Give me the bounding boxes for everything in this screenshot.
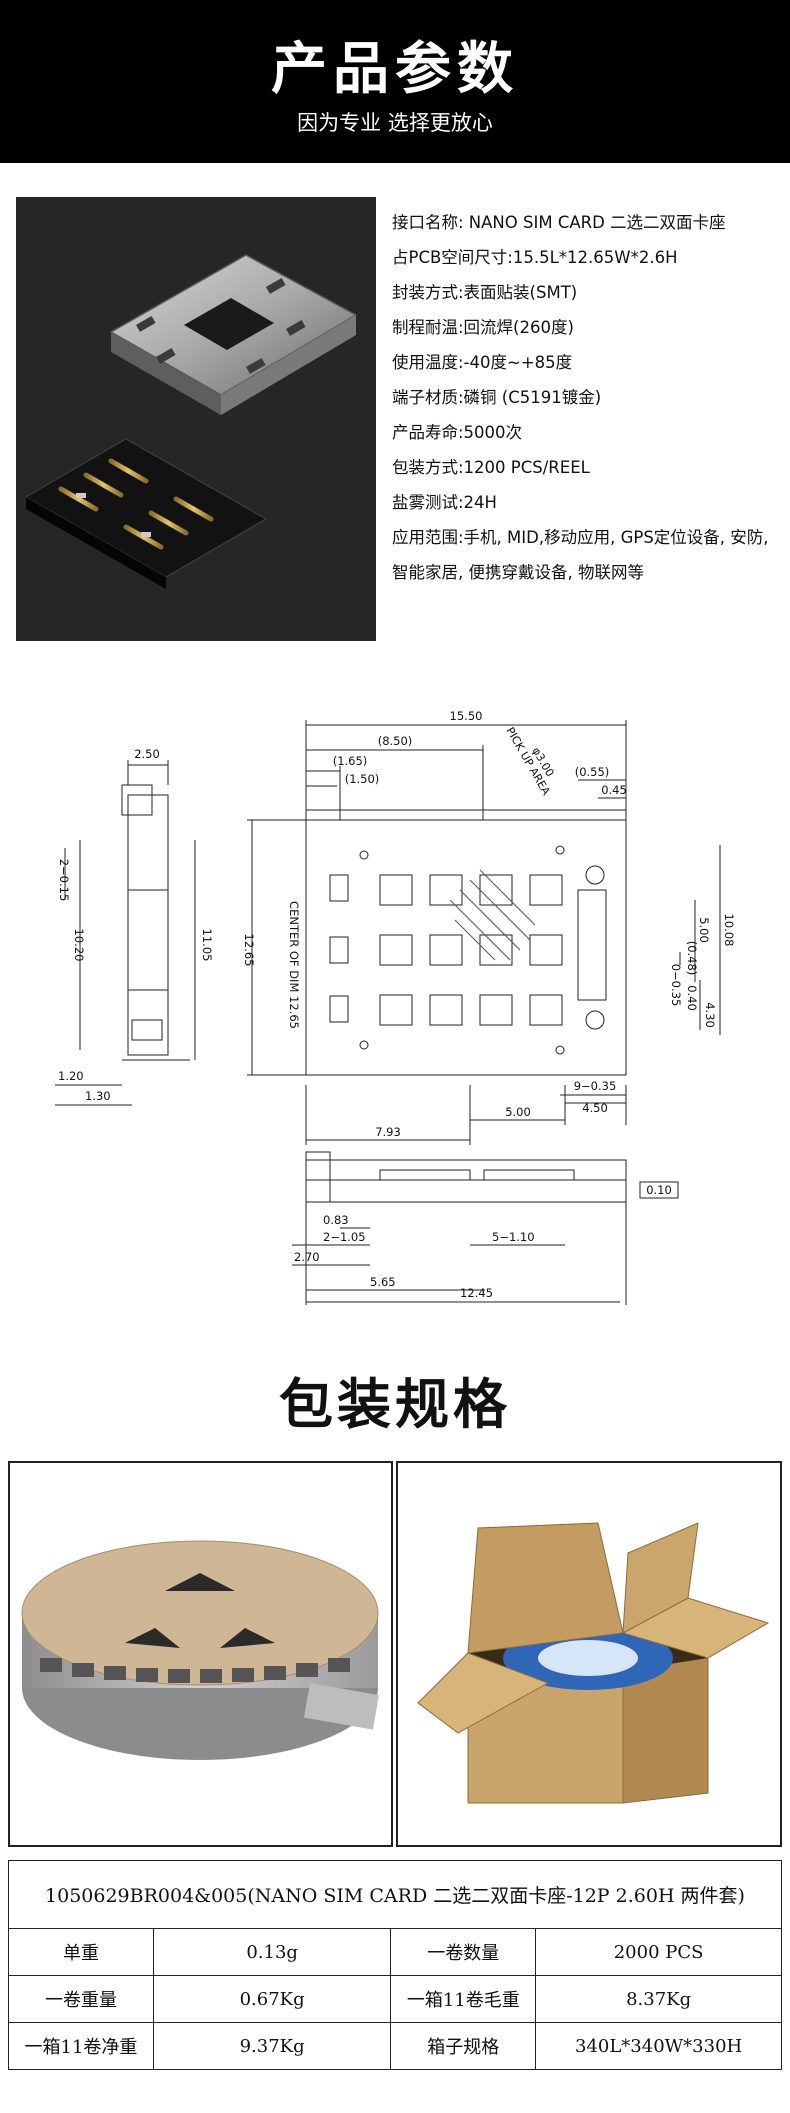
spec-mounting: 封装方式:表面贴装(SMT) bbox=[392, 283, 578, 302]
dim-1-50: (1.50) bbox=[345, 772, 380, 786]
dim-4-50: 4.50 bbox=[582, 1101, 608, 1115]
spec-salt-spray: 盐雾测试:24H bbox=[392, 493, 497, 512]
dim-10-20: 10.20 bbox=[72, 929, 86, 962]
dim-flatness-0-10: 0.10 bbox=[646, 1183, 672, 1197]
table-row: 一卷重量 0.67Kg 一箱11卷毛重 8.37Kg bbox=[8, 1975, 782, 2023]
value-net-weight: 9.37Kg bbox=[152, 2022, 392, 2070]
value-unit-weight: 0.13g bbox=[152, 1928, 392, 1976]
value-reel-weight: 0.67Kg bbox=[152, 1975, 392, 2023]
page-header: 产品参数 因为专业 选择更放心 bbox=[0, 0, 790, 163]
dim-1-65: (1.65) bbox=[333, 754, 368, 768]
dim-5-65: 5.65 bbox=[370, 1275, 396, 1289]
dim-5-00-h: 5.00 bbox=[505, 1105, 531, 1119]
spec-terminal-material: 端子材质:磷铜 (C5191镀金) bbox=[392, 388, 602, 407]
label-reel-quantity: 一卷数量 bbox=[390, 1928, 537, 1976]
dim-2-70: 2.70 bbox=[294, 1250, 320, 1264]
packaging-title: 包装规格 bbox=[279, 1373, 511, 1436]
dim-9-0-35: 9−0.35 bbox=[574, 1079, 617, 1093]
spec-size: 占PCB空间尺寸:15.5L*12.65W*2.6H bbox=[392, 248, 678, 267]
dim-12-65: 12.65 bbox=[242, 934, 256, 967]
dim-0-45: 0.45 bbox=[601, 783, 627, 797]
page-subtitle: 因为专业 选择更放心 bbox=[297, 111, 493, 135]
dim-10-08: 10.08 bbox=[722, 914, 736, 947]
top-view-outline bbox=[305, 819, 627, 1076]
spec-list: 接口名称: NANO SIM CARD 二选二双面卡座 占PCB空间尺寸:15.… bbox=[392, 205, 784, 590]
center-of-dim-label: CENTER OF DIM 12.65 bbox=[287, 901, 301, 1029]
value-reel-quantity: 2000 PCS bbox=[535, 1928, 782, 1976]
front-view-outline bbox=[305, 1159, 627, 1203]
dim-1-30: 1.30 bbox=[85, 1089, 111, 1103]
spec-lifetime: 产品寿命:5000次 bbox=[392, 423, 523, 442]
dim-0-83: 0.83 bbox=[323, 1213, 349, 1227]
dim-11-05: 11.05 bbox=[200, 929, 214, 962]
dim-0-40: 0.40 bbox=[685, 985, 699, 1011]
spec-interface: 接口名称: NANO SIM CARD 二选二双面卡座 bbox=[392, 213, 726, 232]
dim-12-45: 12.45 bbox=[460, 1286, 493, 1300]
product-photo bbox=[16, 197, 376, 641]
dim-15-50: 15.50 bbox=[450, 709, 483, 723]
spec-operating-temp: 使用温度:-40度~+85度 bbox=[392, 353, 573, 372]
dim-4-30: 4.30 bbox=[703, 1002, 717, 1028]
spec-process-temp: 制程耐温:回流焊(260度) bbox=[392, 318, 574, 337]
dim-2-0-15: 2−0.15 bbox=[57, 859, 71, 902]
spec-packing: 包装方式:1200 PCS/REEL bbox=[392, 458, 590, 477]
label-unit-weight: 单重 bbox=[8, 1928, 154, 1976]
page-title: 产品参数 bbox=[271, 37, 519, 102]
dim-2-50: 2.50 bbox=[134, 747, 160, 761]
dim-0-55: (0.55) bbox=[575, 765, 610, 779]
dim-2-1-05: 2−1.05 bbox=[323, 1230, 366, 1244]
table-caption: 1050629BR004&005(NANO SIM CARD 二选二双面卡座-1… bbox=[8, 1860, 782, 1929]
dim-7-93: 7.93 bbox=[375, 1125, 401, 1139]
label-box-size: 箱子规格 bbox=[390, 2022, 537, 2070]
dim-5-1-10: 5−1.10 bbox=[492, 1230, 535, 1244]
dim-8-50: (8.50) bbox=[378, 734, 413, 748]
label-reel-weight: 一卷重量 bbox=[8, 1975, 154, 2023]
value-gross-weight: 8.37Kg bbox=[535, 1975, 782, 2023]
dim-0-48: (0.48) bbox=[685, 941, 699, 976]
spec-applications: 应用范围:手机, MID,移动应用, GPS定位设备, 安防, 智能家居, 便携… bbox=[392, 528, 769, 582]
value-box-size: 340L*340W*330H bbox=[535, 2022, 782, 2070]
dim-5-00-v: 5.00 bbox=[697, 917, 711, 943]
reel-photo bbox=[8, 1461, 393, 1847]
technical-drawing: 2.50 2−0.15 10.20 11.05 1.20 1.30 15.50 … bbox=[40, 690, 740, 1330]
table-row: 单重 0.13g 一卷数量 2000 PCS bbox=[8, 1928, 782, 1976]
dim-1-20: 1.20 bbox=[58, 1069, 84, 1083]
label-gross-weight: 一箱11卷毛重 bbox=[390, 1975, 537, 2023]
side-view-outline bbox=[127, 794, 169, 1056]
label-net-weight: 一箱11卷净重 bbox=[8, 2022, 154, 2070]
carton-photo bbox=[396, 1461, 782, 1847]
dim-0-0-35: 0−0.35 bbox=[669, 964, 683, 1007]
table-row: 一箱11卷净重 9.37Kg 箱子规格 340L*340W*330H bbox=[8, 2022, 782, 2070]
packaging-spec-table: 1050629BR004&005(NANO SIM CARD 二选二双面卡座-1… bbox=[8, 1860, 782, 2070]
